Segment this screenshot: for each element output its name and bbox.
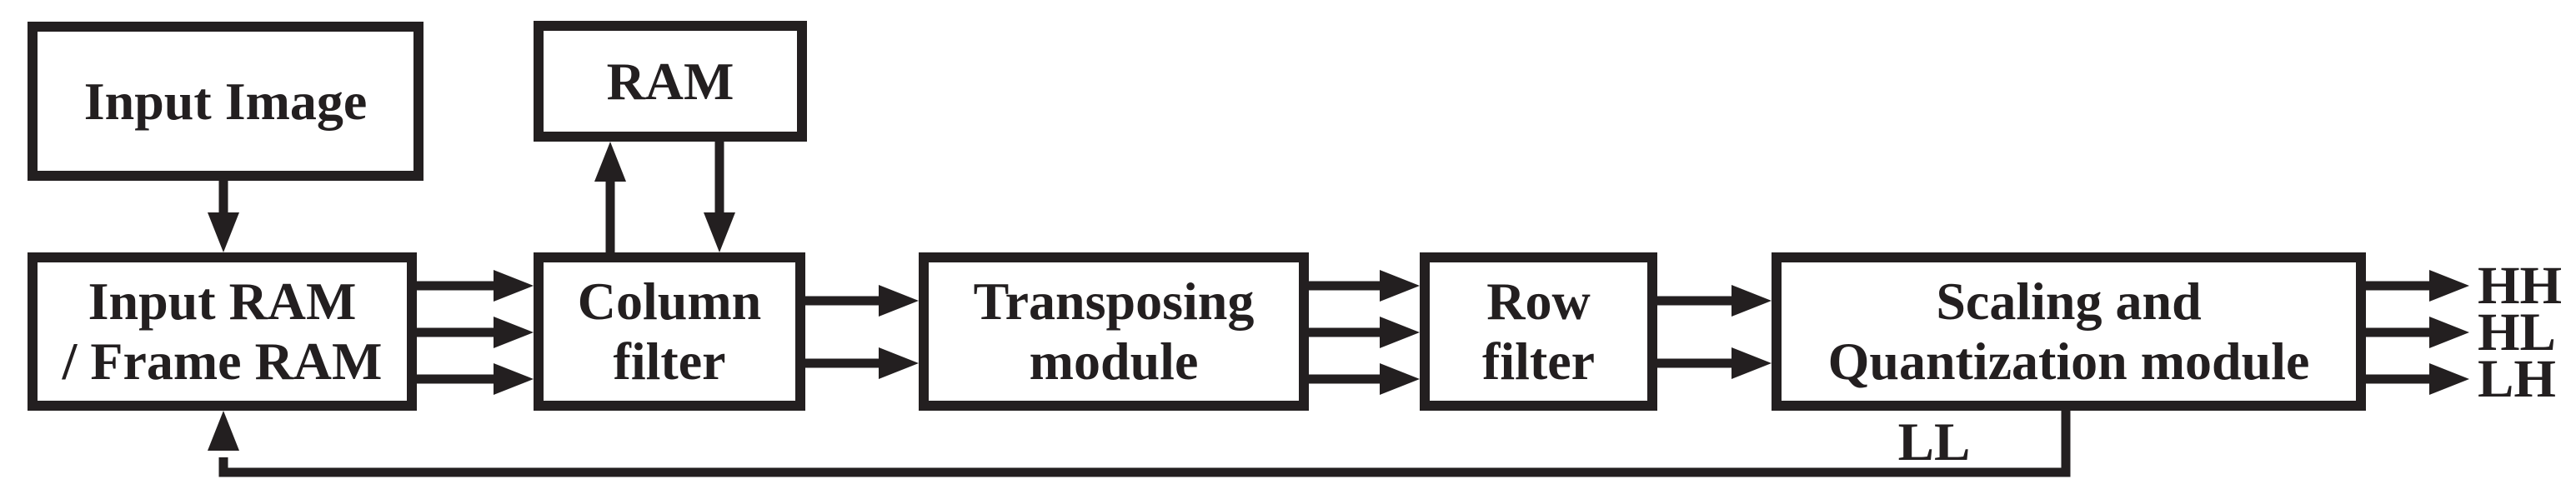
block-row-filter: Row filter (1420, 252, 1657, 411)
arrow-input-image-to-input-ram (208, 181, 239, 252)
feedback-label-ll: LL (1897, 412, 1971, 472)
arrows-scaling-to-outputs (2366, 270, 2469, 395)
output-label-hl: HL (2478, 302, 2556, 362)
arrows-row-filter-to-scaling (1657, 285, 1772, 379)
block-input-frame-ram: Input RAM / Frame RAM (28, 252, 417, 411)
block-input-image: Input Image (28, 22, 423, 181)
arrows-transposing-to-row-filter (1309, 270, 1420, 395)
arrows-column-filter-to-transposing (805, 285, 919, 379)
arrow-ram-to-column-filter (704, 142, 735, 252)
block-scaling-quantization-module: Scaling and Quantization module (1772, 252, 2366, 411)
arrow-column-filter-to-ram (594, 142, 626, 252)
output-label-lh: LH (2478, 349, 2556, 409)
block-transposing-module: Transposing module (919, 252, 1309, 411)
block-ram: RAM (534, 21, 807, 142)
arrow-ll-feedback (208, 411, 2071, 477)
arrows-input-ram-to-column-filter (417, 270, 534, 395)
block-column-filter: Column filter (534, 252, 805, 411)
output-label-hh: HH (2478, 256, 2563, 316)
